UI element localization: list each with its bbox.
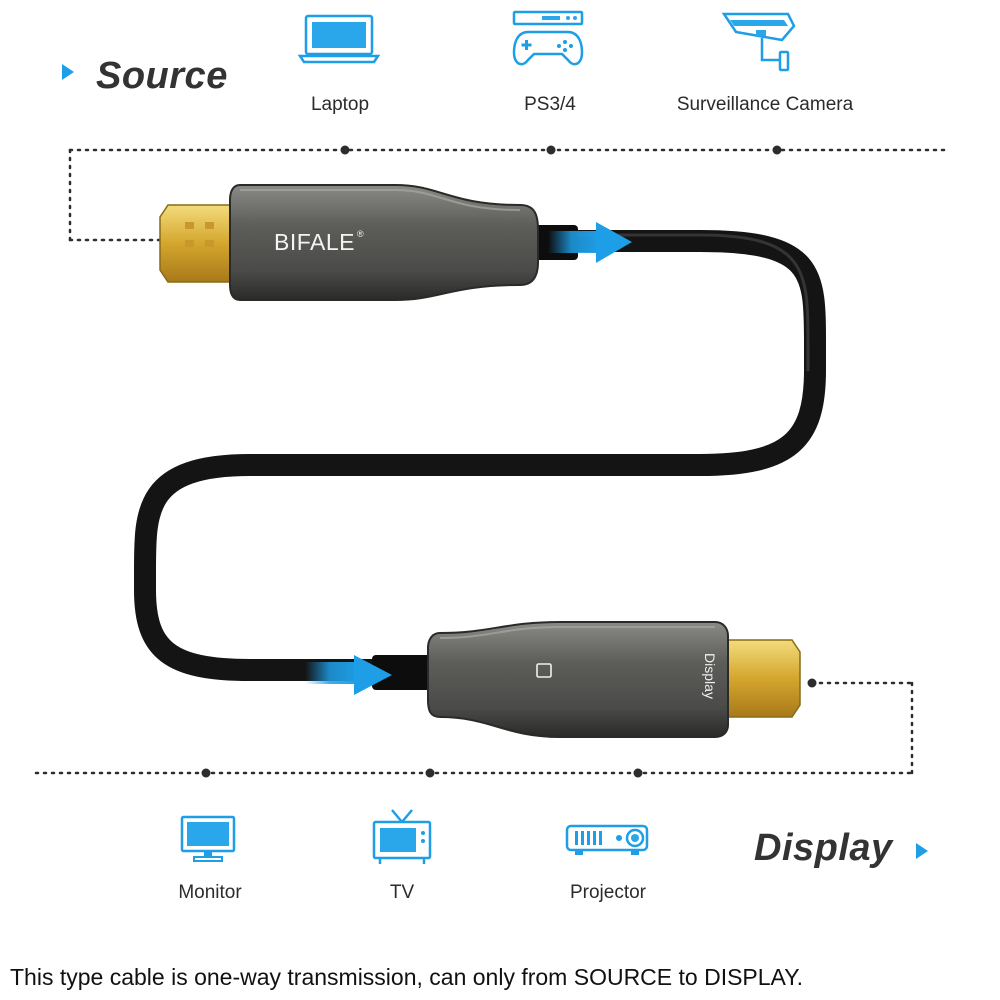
- brand-name: BIFALE: [274, 229, 355, 255]
- source-device-surveillance-camera: Surveillance Camera: [676, 94, 854, 115]
- source-connection-lines: [68, 148, 947, 242]
- display-end-mark-icon: [536, 663, 552, 678]
- display-hdmi-plug: [427, 621, 801, 738]
- source-chevron-icon: [62, 64, 74, 80]
- transmission-caption: This type cable is one-way transmission,…: [10, 964, 803, 990]
- source-connection-dots: [340, 145, 782, 155]
- monitor-icon: [180, 815, 236, 862]
- display-strain-relief: [372, 655, 434, 690]
- direction-arrow-source: [548, 222, 632, 263]
- brand-registered-mark: ®: [356, 229, 365, 239]
- display-heading: Display: [754, 827, 893, 869]
- display-connection-lines: [34, 681, 914, 775]
- display-connection-dots: [201, 678, 817, 778]
- display-end-label: Display: [702, 653, 718, 699]
- projector-icon: [565, 824, 649, 855]
- surveillance-camera-icon: [721, 12, 796, 72]
- source-heading: Source: [96, 55, 228, 97]
- brand-label: BIFALE®: [274, 229, 364, 256]
- display-device-tv: TV: [389, 882, 415, 903]
- display-device-monitor: Monitor: [178, 882, 242, 903]
- tv-icon: [372, 809, 432, 864]
- direction-arrow-display: [305, 655, 392, 695]
- source-device-ps34: PS3/4: [524, 94, 576, 115]
- display-chevron-icon: [916, 843, 928, 859]
- source-device-laptop: Laptop: [310, 94, 370, 115]
- source-hdmi-plug: [159, 184, 539, 301]
- gamepad-icon: [512, 10, 584, 66]
- laptop-icon: [297, 14, 381, 64]
- display-device-projector: Projector: [569, 882, 647, 903]
- fiber-cable: [134, 230, 826, 681]
